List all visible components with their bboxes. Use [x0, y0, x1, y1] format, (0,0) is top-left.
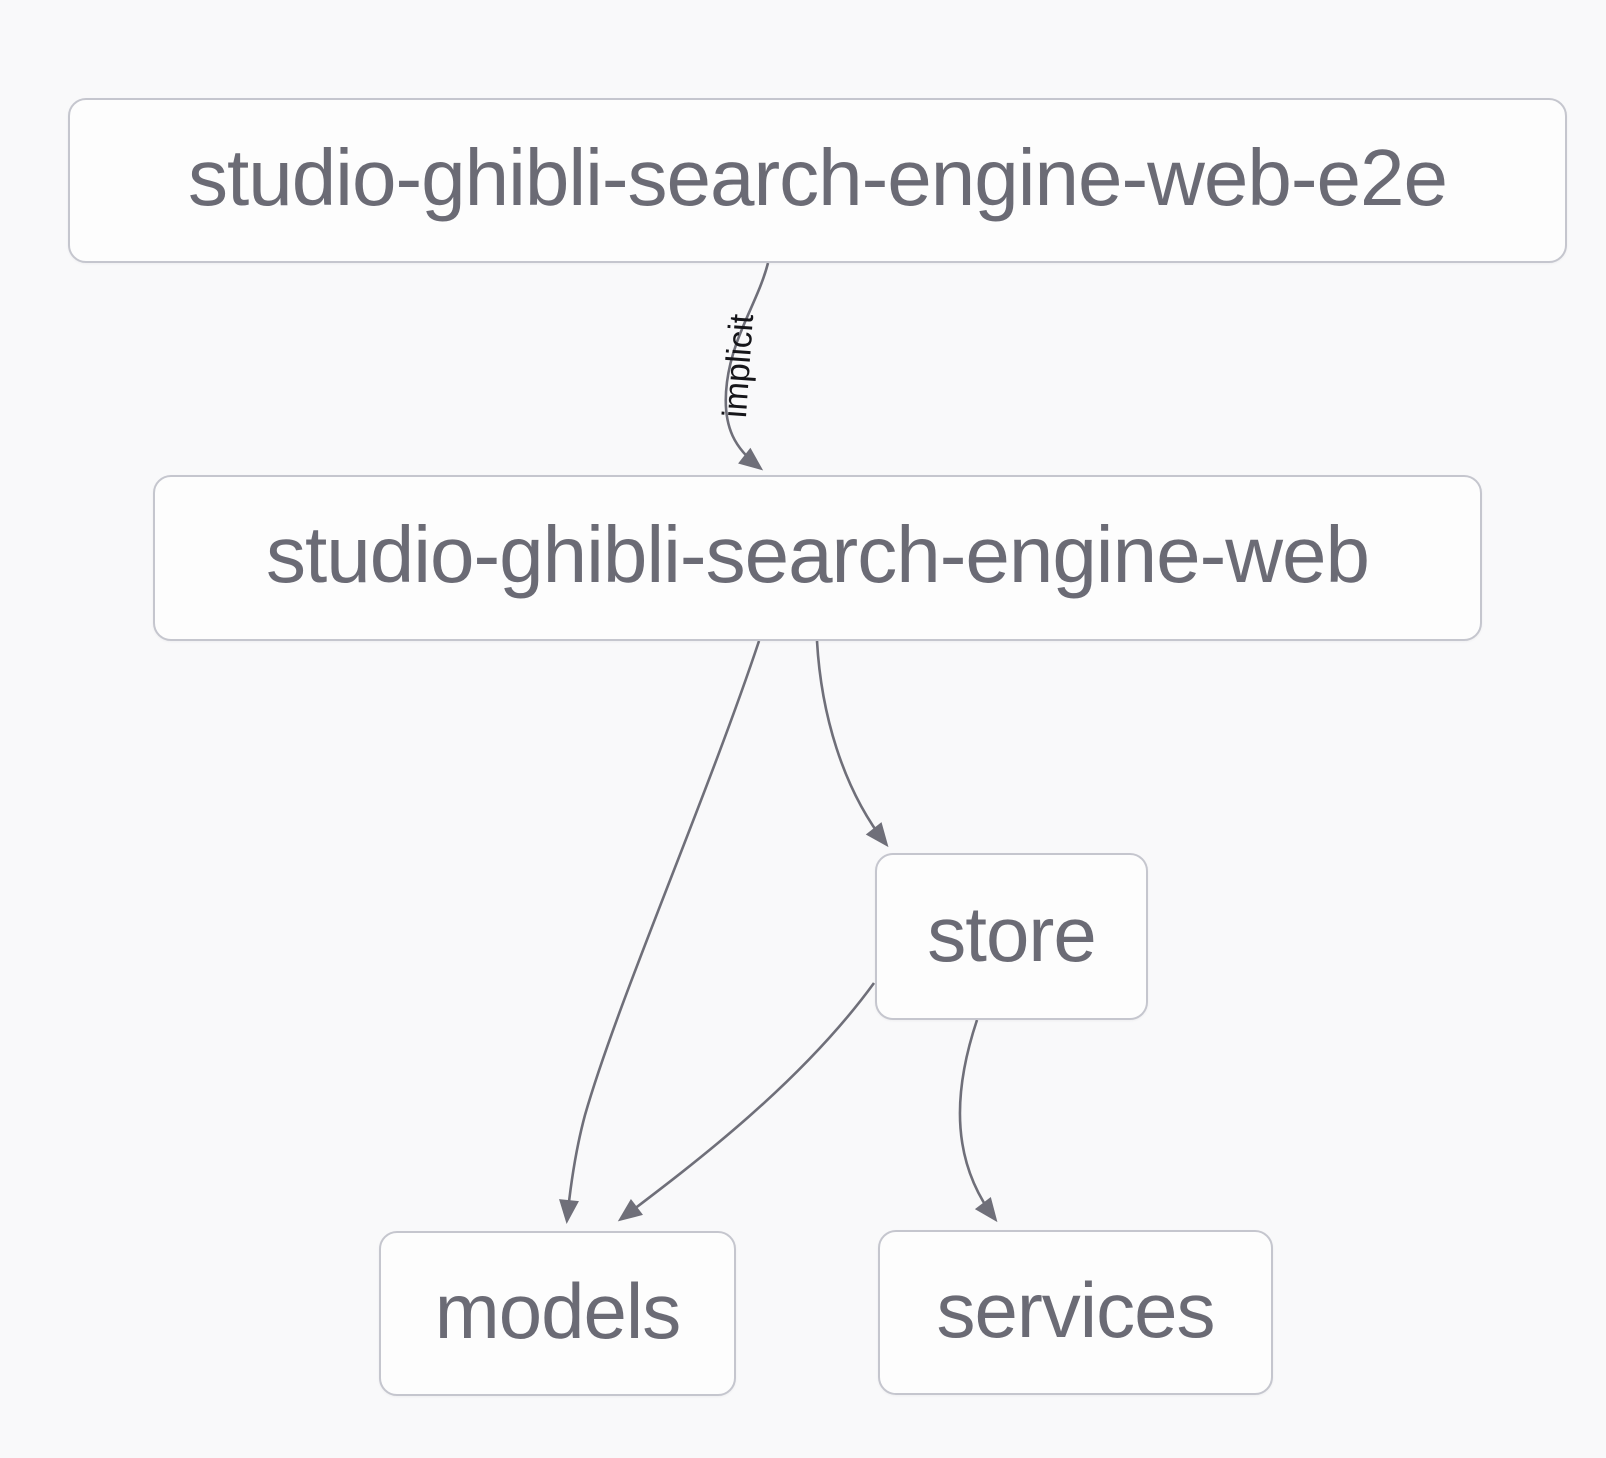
- edge-store-to-models: [617, 982, 876, 1222]
- edge-e2e-to-web: [724, 262, 770, 471]
- node-label-studio-ghibli-search-engine-web: studio-ghibli-search-engine-web: [266, 510, 1370, 599]
- node-label-models: models: [434, 1266, 681, 1355]
- node-models[interactable]: models: [379, 1231, 736, 1396]
- edge-web-to-models: [559, 640, 761, 1224]
- edge-label-implicit: implicit: [715, 312, 762, 420]
- node-label-studio-ghibli-search-engine-web-e2e: studio-ghibli-search-engine-web-e2e: [187, 132, 1448, 222]
- edge-web-to-store: [815, 640, 889, 848]
- edge-store-to-services: [958, 1019, 998, 1223]
- node-services[interactable]: services: [878, 1230, 1273, 1395]
- node-label-services: services: [936, 1265, 1215, 1354]
- node-store[interactable]: store: [875, 853, 1148, 1020]
- node-label-store: store: [927, 889, 1096, 978]
- node-studio-ghibli-search-engine-web-e2e[interactable]: studio-ghibli-search-engine-web-e2e: [68, 98, 1567, 263]
- node-studio-ghibli-search-engine-web[interactable]: studio-ghibli-search-engine-web: [153, 475, 1482, 641]
